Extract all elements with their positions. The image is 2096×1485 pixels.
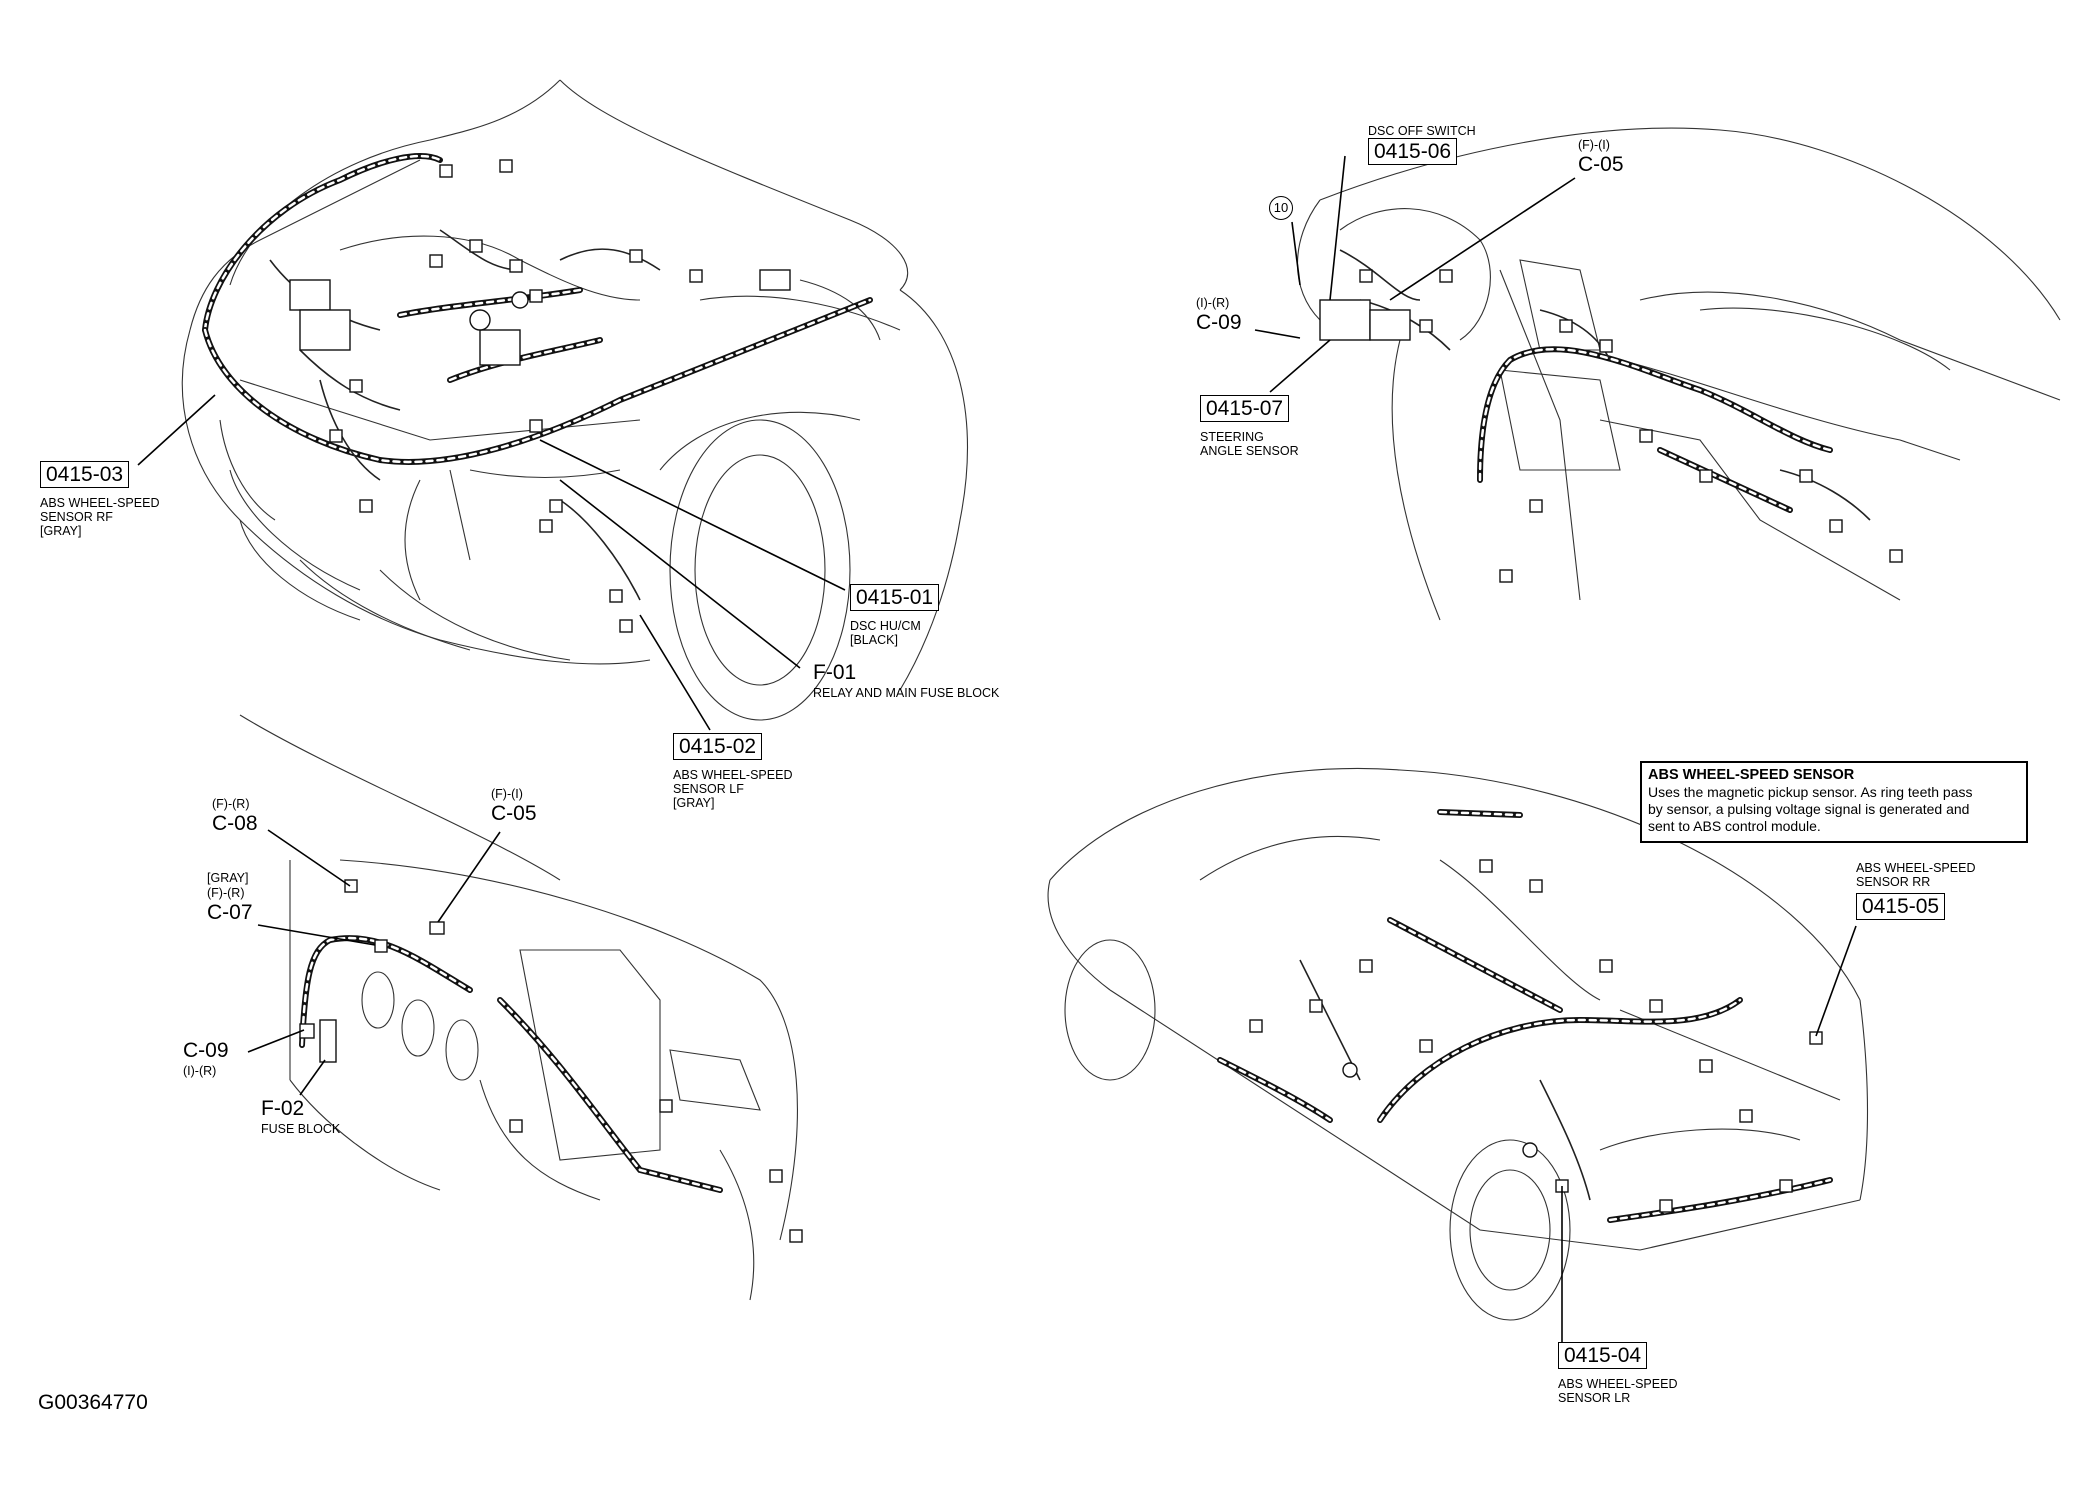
callout-c07-above-2: (F)-(R) <box>207 886 245 900</box>
abs-sensor-note-box: ABS WHEEL-SPEED SENSOR Uses the magnetic… <box>1640 761 2028 843</box>
callout-c09-bottom-below: (I)-(R) <box>183 1064 217 1078</box>
callout-0415-04-code: 0415-04 <box>1558 1342 1648 1369</box>
callout-f01-code: F-01 <box>813 661 857 684</box>
callout-f02-code: F-02 <box>261 1097 305 1120</box>
callout-c07-above-1: [GRAY] <box>207 871 249 885</box>
callout-0415-06-code: 0415-06 <box>1368 138 1458 165</box>
rear-body-view <box>1047 767 1869 1321</box>
callout-0415-04-desc-2: SENSOR LR <box>1558 1391 1631 1405</box>
callout-0415-05-above-2: SENSOR RR <box>1856 875 1931 889</box>
note-title: ABS WHEEL-SPEED SENSOR <box>1648 767 1855 783</box>
callout-c09-top-above: (I)-(R) <box>1196 296 1230 310</box>
callout-0415-07-code: 0415-07 <box>1200 395 1290 422</box>
leader-lines <box>137 155 1857 1344</box>
callout-c09-top-code: C-09 <box>1196 311 1242 334</box>
callout-0415-02-desc-3: [GRAY] <box>673 796 715 810</box>
callout-c05-top-above: (F)-(I) <box>1578 138 1610 152</box>
callout-c05-bottom-above: (F)-(I) <box>491 787 523 801</box>
callout-0415-03-desc-3: [GRAY] <box>40 524 82 538</box>
callout-f01-desc: RELAY AND MAIN FUSE BLOCK <box>813 686 1000 700</box>
callout-0415-05-code: 0415-05 <box>1856 893 1946 920</box>
note-line-2: by sensor, a pulsing voltage signal is g… <box>1648 801 1970 817</box>
callout-0415-06-above: DSC OFF SWITCH <box>1368 124 1476 138</box>
callout-0415-05-above-1: ABS WHEEL-SPEED <box>1856 861 1976 875</box>
instrument-panel-view <box>1296 127 2061 621</box>
callout-c08-above: (F)-(R) <box>212 797 250 811</box>
callout-c07-code: C-07 <box>207 901 253 924</box>
callout-0415-01-desc-2: [BLACK] <box>850 633 898 647</box>
figure-id: G00364770 <box>38 1391 148 1414</box>
callout-f02-desc: FUSE BLOCK <box>261 1122 341 1136</box>
callout-0415-03-desc-1: ABS WHEEL-SPEED <box>40 496 160 510</box>
callout-0415-04-desc-1: ABS WHEEL-SPEED <box>1558 1377 1678 1391</box>
callout-c05-bottom-code: C-05 <box>491 802 537 825</box>
callout-0415-07-desc-2: ANGLE SENSOR <box>1200 444 1299 458</box>
callout-0415-03-desc-2: SENSOR RF <box>40 510 113 524</box>
note-line-3: sent to ABS control module. <box>1648 818 1821 834</box>
callout-c08-code: C-08 <box>212 812 258 835</box>
callout-0415-07-desc-1: STEERING <box>1200 430 1264 444</box>
callout-circle-10: 10 <box>1269 196 1293 220</box>
note-line-1: Uses the magnetic pickup sensor. As ring… <box>1648 784 1973 800</box>
callout-c09-bottom-code: C-09 <box>183 1039 229 1062</box>
callout-0415-01-code: 0415-01 <box>850 584 940 611</box>
callout-c05-top-code: C-05 <box>1578 153 1624 176</box>
callout-0415-02-desc-1: ABS WHEEL-SPEED <box>673 768 793 782</box>
callout-0415-03-code: 0415-03 <box>40 461 130 488</box>
driver-footwell-view <box>239 714 803 1301</box>
engine-compartment-view <box>181 79 969 721</box>
callout-0415-01-desc-1: DSC HU/CM <box>850 619 921 633</box>
callout-0415-02-code: 0415-02 <box>673 733 763 760</box>
callout-0415-02-desc-2: SENSOR LF <box>673 782 744 796</box>
